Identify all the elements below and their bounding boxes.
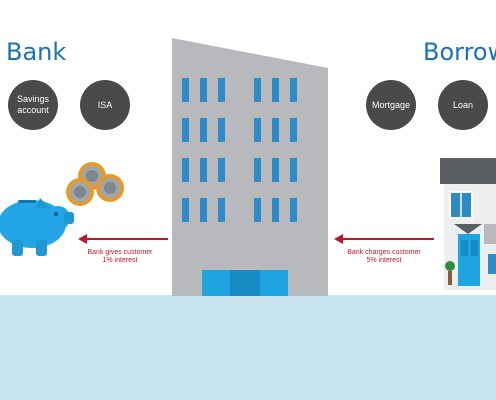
isa-label: ISA (97, 99, 113, 110)
building-window (290, 158, 297, 182)
bank-gives-arrow (78, 233, 168, 245)
loan-circle: Loan (438, 80, 488, 130)
savings-account-circle: Savings account (8, 80, 58, 130)
bank-gives-line2: 1% interest (102, 257, 138, 264)
isa-circle: ISA (80, 80, 130, 130)
savings-account-label: Savings account (16, 94, 50, 115)
bank-building-icon (172, 38, 328, 296)
building-window (182, 118, 189, 142)
bank-charges-caption: Bank charges customer 5% interest (340, 249, 428, 265)
mortgage-label: Mortgage (371, 99, 411, 110)
building-window (290, 78, 297, 102)
bank-charges-line1: Bank charges customer (347, 249, 421, 256)
bank-gives-caption: Bank gives customer 1% interest (82, 249, 158, 265)
building-window (254, 118, 261, 142)
building-window (182, 158, 189, 182)
borrower-heading: Borrow (423, 38, 496, 66)
building-window (272, 198, 279, 222)
building-window (200, 118, 207, 142)
building-window (218, 158, 225, 182)
building-window (290, 198, 297, 222)
building-window (182, 198, 189, 222)
building-window (200, 78, 207, 102)
ground-band (0, 295, 496, 400)
building-window (254, 78, 261, 102)
building-window (200, 198, 207, 222)
building-window (290, 118, 297, 142)
bank-gives-line1: Bank gives customer (87, 249, 153, 256)
building-window (272, 78, 279, 102)
building-window (254, 198, 261, 222)
mortgage-circle: Mortgage (366, 80, 416, 130)
coins-icon (66, 162, 124, 206)
bank-heading: Bank (6, 38, 67, 66)
building-window (218, 118, 225, 142)
building-window (254, 158, 261, 182)
loan-label: Loan (452, 99, 474, 110)
building-window (272, 118, 279, 142)
building-window (182, 78, 189, 102)
building-window (272, 158, 279, 182)
building-window (200, 158, 207, 182)
piggy-bank-icon (0, 198, 74, 256)
bank-charges-arrow (334, 233, 434, 245)
building-window (218, 78, 225, 102)
house-icon (440, 158, 496, 290)
bank-charges-line2: 5% interest (366, 257, 402, 264)
building-window (218, 198, 225, 222)
